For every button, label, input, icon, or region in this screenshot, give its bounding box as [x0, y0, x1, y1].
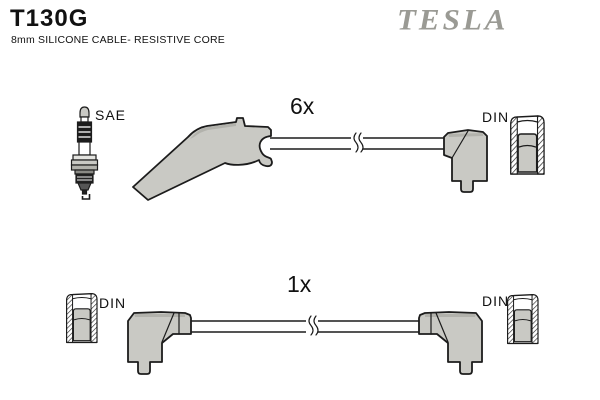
- angled-spark-plug-boot-icon: [132, 117, 273, 201]
- cable-break-icon: [351, 132, 364, 153]
- din-terminal-cross-section-icon: [507, 294, 539, 345]
- sae-end-label: SAE: [95, 107, 127, 123]
- din-end-label-bottom-left: DIN: [99, 295, 127, 311]
- part-number: T130G: [10, 5, 89, 32]
- cable-spec-subtitle: 8mm SILICONE CABLE- RESISTIVE CORE: [11, 34, 225, 46]
- top-cable-quantity-label: 6x: [290, 93, 315, 119]
- cable-top: [270, 132, 445, 153]
- tesla-logo: TESLA: [397, 3, 509, 37]
- elbow-boot-icon: [443, 129, 488, 193]
- cable-break-icon: [306, 315, 319, 336]
- din-terminal-cross-section-icon: [66, 293, 98, 344]
- bottom-cable-quantity-label: 1x: [287, 271, 312, 297]
- din-end-label-top: DIN: [482, 109, 510, 125]
- elbow-boot-icon: [418, 311, 483, 375]
- spark-plug-icon: [70, 106, 99, 200]
- din-terminal-cross-section-icon: [510, 115, 545, 175]
- din-end-label-bottom-right: DIN: [482, 293, 510, 309]
- elbow-boot-icon: [127, 311, 192, 375]
- cable-bottom: [191, 315, 420, 336]
